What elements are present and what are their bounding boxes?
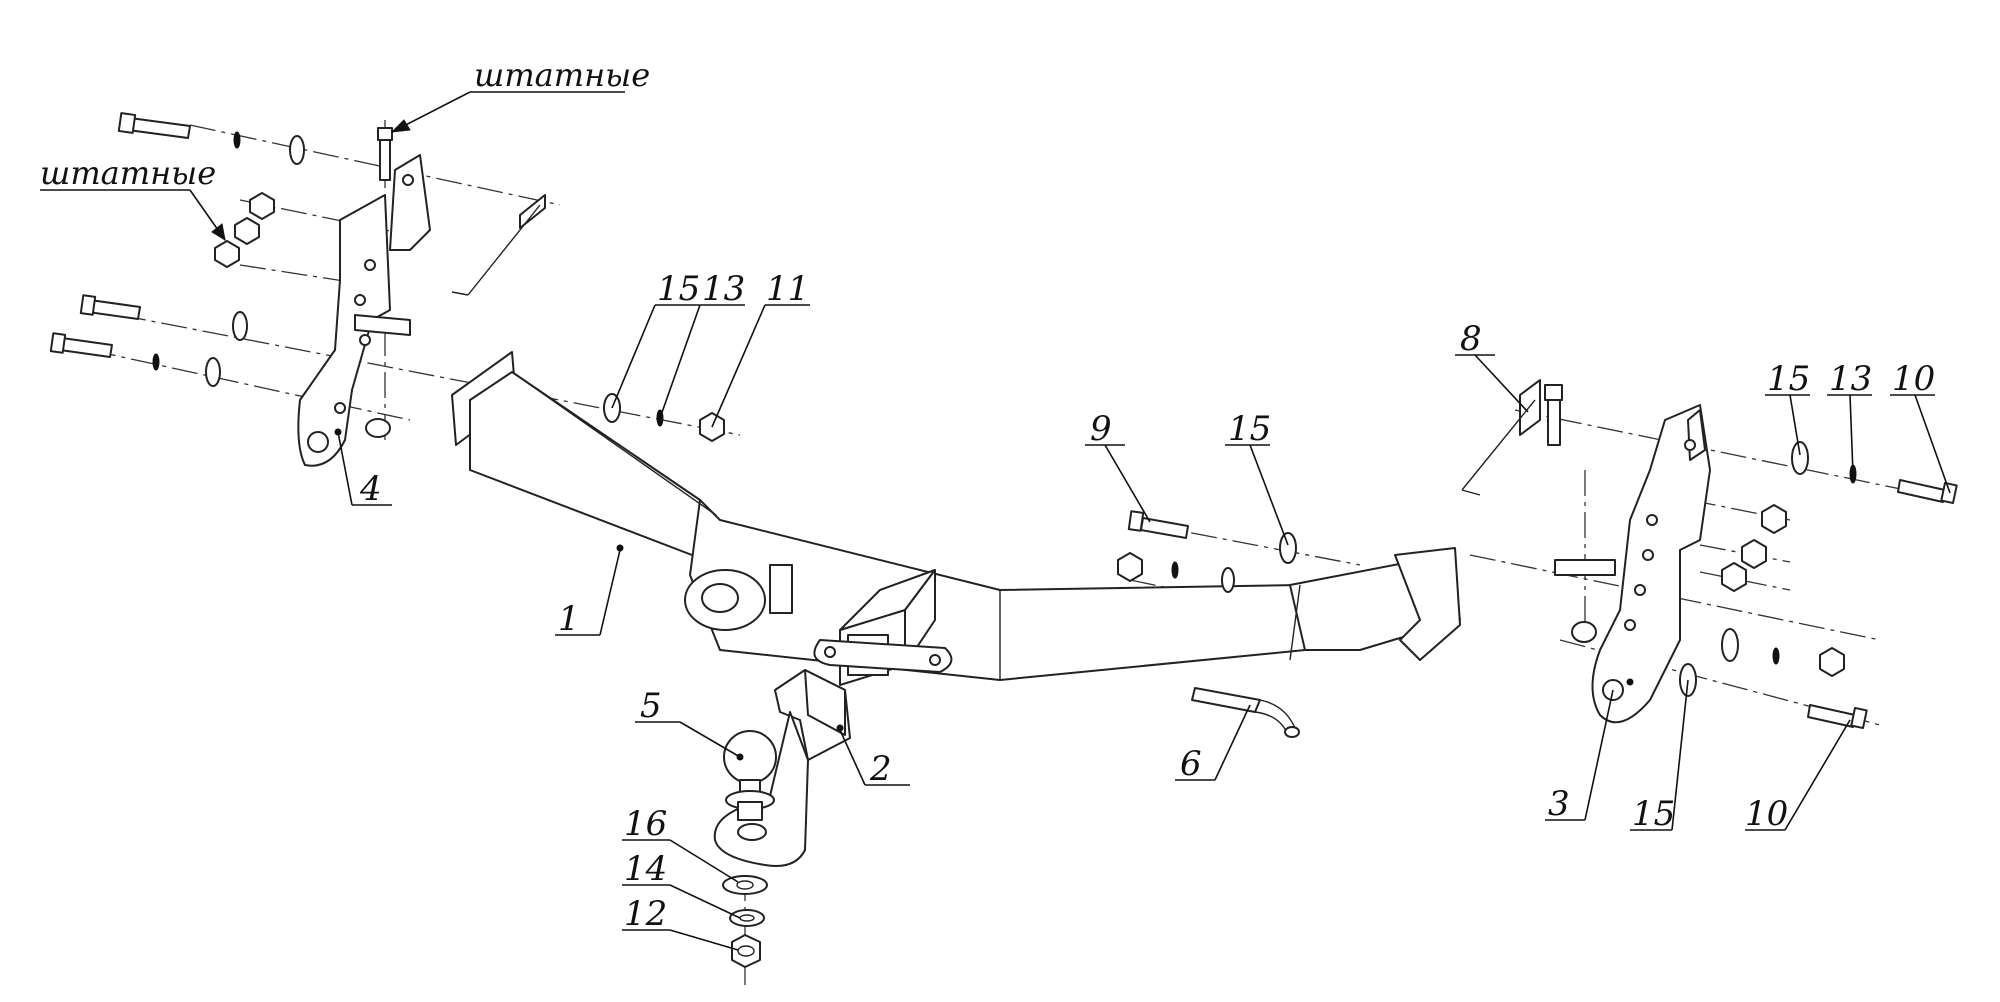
callout-2: 2	[869, 749, 892, 789]
part-3-right-bracket	[1554, 404, 1711, 724]
callout-6: 6	[1180, 744, 1202, 784]
callout-10-top: 10	[1892, 359, 1935, 399]
note-stock-fasteners-top: штатные	[474, 56, 650, 94]
part-14-spring-washer	[729, 909, 765, 927]
part-12-nut	[731, 934, 761, 968]
part-2-ball-mount	[713, 669, 851, 867]
callout-10-bottom: 10	[1745, 794, 1788, 834]
callout-15-right-top: 15	[1767, 359, 1810, 399]
callout-14: 14	[624, 849, 667, 889]
callout-15-right-bottom: 15	[1632, 794, 1675, 834]
callout-13-top: 13	[702, 269, 745, 309]
part-1-crossbar	[451, 351, 1461, 686]
callout-4: 4	[359, 469, 382, 509]
callout-15-middle: 15	[1228, 409, 1271, 449]
part-4-left-bracket	[297, 154, 431, 467]
callout-leaders	[40, 91, 1951, 951]
callout-1: 1	[558, 599, 580, 639]
callout-16: 16	[624, 804, 667, 844]
left-fasteners	[49, 112, 725, 442]
callout-9: 9	[1090, 409, 1112, 449]
callout-13-right: 13	[1829, 359, 1872, 399]
callout-11: 11	[766, 269, 809, 309]
part-6-pin	[1191, 687, 1300, 738]
part-5-tow-ball	[723, 730, 777, 821]
part-16-washer	[722, 875, 768, 895]
callout-8: 8	[1460, 319, 1482, 359]
callout-3: 3	[1548, 784, 1570, 824]
note-stock-fasteners-left: штатные	[40, 154, 216, 192]
callout-5: 5	[640, 686, 662, 726]
callout-12: 12	[624, 894, 667, 934]
callout-15-top-left: 15	[657, 269, 700, 309]
